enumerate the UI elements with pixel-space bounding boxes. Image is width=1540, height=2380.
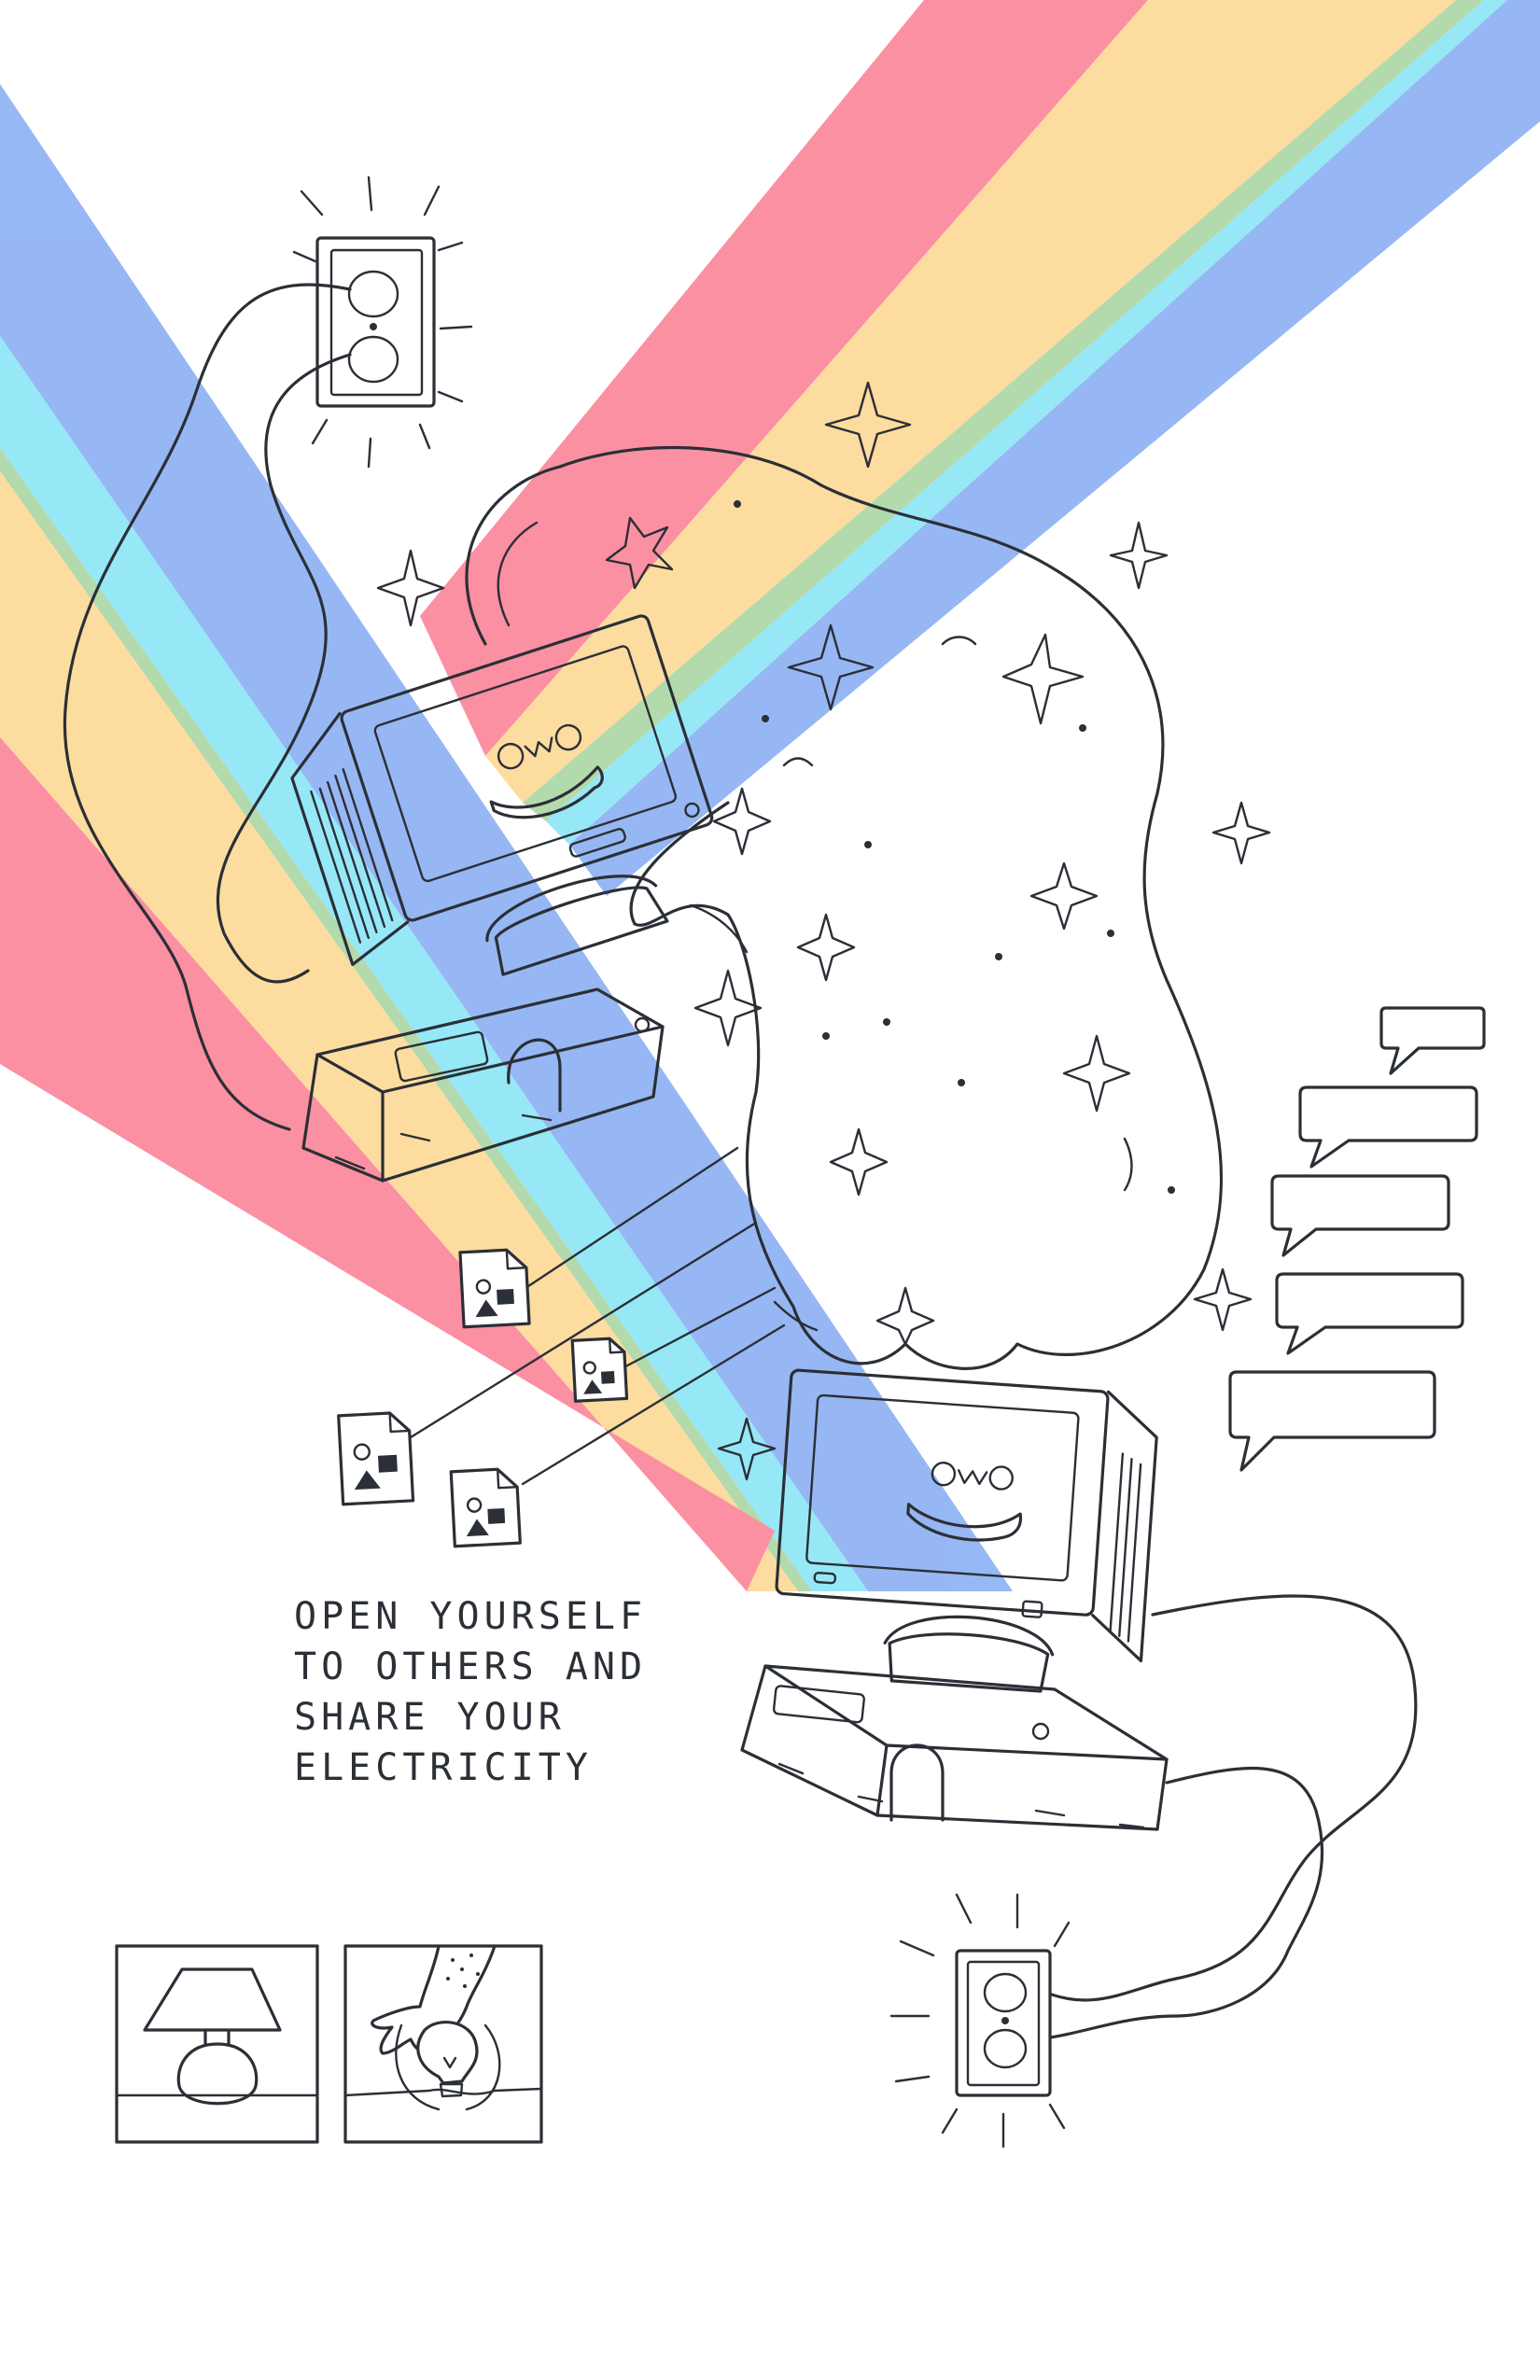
caption-line: TO OTHERS AND <box>294 1645 648 1688</box>
cloud-motion-line <box>782 757 814 767</box>
sparkle-icon <box>875 1286 935 1346</box>
beam-upper-yellow <box>485 0 1456 803</box>
cloud-motion-line <box>689 903 749 954</box>
cloud-motion-line <box>941 636 977 646</box>
beam-upper-red <box>420 0 1148 756</box>
cloud-motion-line <box>1123 1137 1133 1192</box>
speech-bubble-icon <box>1228 1370 1436 1472</box>
sparkle-icon <box>796 913 856 982</box>
light-bulb-icon <box>416 2021 479 2085</box>
beam-lower-cyan <box>0 336 868 1591</box>
cloud-motion-line <box>497 521 539 627</box>
beam-upper-green <box>523 0 1484 821</box>
computer-icon <box>290 614 714 976</box>
lamp-icon <box>143 1967 282 2032</box>
beam-lower-yellow <box>0 471 798 1591</box>
sparkles <box>376 381 1271 1481</box>
computer-upper <box>290 614 714 1183</box>
sparkle-icon <box>824 381 912 469</box>
file-icon <box>570 1337 629 1403</box>
caption-text: OPEN YOURSELF TO OTHERS AND SHARE YOUR E… <box>294 1591 686 1793</box>
rainbow-beams <box>0 0 1540 1591</box>
sparkle-icon <box>605 516 674 590</box>
wall-outlet-bottom <box>889 1893 1071 2149</box>
caption-line: SHARE YOUR <box>294 1696 566 1739</box>
hand-hair <box>446 1953 480 1988</box>
sparkle-icon <box>717 1417 777 1481</box>
wall-outlet-top <box>63 175 473 1131</box>
computer-icon <box>775 1368 1158 1693</box>
speech-bubble-icon <box>1270 1174 1450 1257</box>
sparkle-icon <box>1029 861 1099 931</box>
beam-lower-blue <box>0 84 1013 1591</box>
energy-cloud <box>465 445 1224 1370</box>
speech-bubble-icon <box>1379 1006 1486 1075</box>
sparkle-icon <box>829 1127 889 1197</box>
sparkle-icon <box>693 969 763 1047</box>
beam-lower-green <box>0 448 812 1591</box>
sparkle-icon <box>1062 1034 1131 1113</box>
speech-bubbles <box>1228 1006 1486 1472</box>
beam-upper-blue <box>569 0 1540 896</box>
speech-bubble-icon <box>1298 1085 1478 1169</box>
speech-bubble-icon <box>1275 1272 1464 1355</box>
file-icon <box>449 1467 522 1548</box>
file-icon <box>337 1411 415 1506</box>
file-icon <box>458 1248 531 1329</box>
beam-lower-red <box>0 737 775 1591</box>
caption-line: ELECTRICITY <box>294 1746 593 1789</box>
wall-outlet-icon <box>315 236 436 408</box>
cloud-dots <box>734 500 1175 1194</box>
caption-line: OPEN YOURSELF <box>294 1595 648 1638</box>
sparkle-icon <box>1001 633 1085 725</box>
cloud-motion-line <box>773 1300 819 1332</box>
sparkle-icon <box>1109 521 1169 590</box>
sparkle-icon <box>1193 1267 1253 1332</box>
computer-lower <box>740 1368 1418 2041</box>
sparkle-icon <box>787 623 875 711</box>
panel-light-bulb <box>343 1944 543 2144</box>
sparkle-icon <box>376 549 445 627</box>
panel-lamp <box>115 1944 319 2144</box>
sparkle-icon <box>1211 801 1271 865</box>
hand-icon <box>371 1944 497 2055</box>
files <box>337 1146 786 1548</box>
beam-upper-cyan <box>546 0 1507 845</box>
sparkle-icon <box>712 787 772 856</box>
